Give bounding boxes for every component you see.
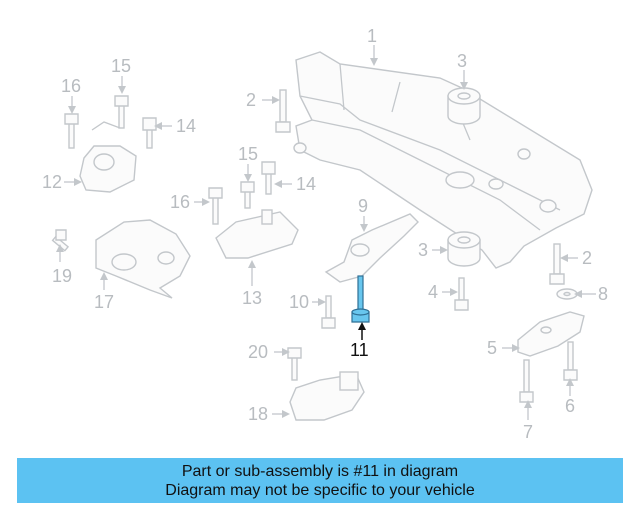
bolt-part-14-mid — [261, 161, 276, 195]
callout-8: 8 — [598, 284, 608, 304]
callout-2-top: 2 — [246, 90, 256, 110]
bolt-part-7 — [519, 359, 534, 403]
bolt-part-11-highlighted — [351, 275, 370, 323]
bolt-part-20 — [287, 347, 302, 381]
bracket-part-9 — [324, 213, 419, 283]
callout-19: 19 — [52, 266, 72, 286]
bushing-part-3-top — [447, 87, 481, 125]
bolt-part-2-top — [275, 89, 291, 133]
callout-12: 12 — [42, 172, 62, 192]
bolt-part-15-top — [114, 95, 129, 129]
callout-15-mid: 15 — [238, 144, 258, 164]
mount-part-12 — [79, 121, 137, 193]
callout-9: 9 — [358, 196, 368, 216]
bolt-part-15-mid — [240, 181, 255, 209]
callout-16-mid: 16 — [170, 192, 190, 212]
callout-2-right: 2 — [582, 248, 592, 268]
bushing-part-3-lower — [447, 231, 481, 267]
bolt-part-4 — [454, 277, 469, 311]
bolt-part-16-top — [64, 113, 79, 149]
banner-line-1: Part or sub-assembly is #11 in diagram — [181, 463, 459, 480]
subframe-part-1 — [293, 51, 593, 269]
callout-3-top: 3 — [457, 51, 467, 71]
callout-20: 20 — [248, 342, 268, 362]
callout-6: 6 — [565, 396, 575, 416]
bracket-part-17 — [95, 219, 191, 299]
callout-13: 13 — [242, 288, 262, 308]
callout-18: 18 — [248, 404, 268, 424]
callout-14-mid: 14 — [296, 174, 316, 194]
callout-labels: 1 2 3 16 15 14 12 15 16 14 9 3 2 19 17 1… — [42, 26, 608, 442]
callout-17: 17 — [94, 292, 114, 312]
parts-diagram: 1 2 3 16 15 14 12 15 16 14 9 3 2 19 17 1… — [42, 26, 608, 442]
info-banner: Part or sub-assembly is #11 in diagram D… — [17, 458, 623, 503]
callout-7: 7 — [523, 422, 533, 442]
bracket-part-5 — [517, 311, 585, 357]
bolt-part-6 — [563, 341, 578, 381]
bolt-part-10 — [321, 295, 336, 329]
bolt-part-2-right — [549, 243, 565, 285]
bolt-part-14-top — [142, 117, 157, 149]
bolt-part-16-mid — [208, 187, 223, 225]
leader-lines — [56, 45, 596, 420]
callout-3-lower: 3 — [418, 240, 428, 260]
callout-16-top: 16 — [61, 76, 81, 96]
plate-part-13 — [215, 209, 299, 259]
bolt-part-19 — [51, 229, 70, 252]
callout-5: 5 — [487, 338, 497, 358]
callout-4: 4 — [428, 282, 438, 302]
callout-10: 10 — [289, 292, 309, 312]
banner-line-2: Diagram may not be specific to your vehi… — [165, 482, 475, 499]
callout-11-highlighted: 11 — [350, 340, 369, 360]
mount-part-18 — [289, 371, 365, 421]
callout-14-top: 14 — [176, 116, 196, 136]
callout-15-top: 15 — [111, 56, 131, 76]
callout-1: 1 — [367, 26, 377, 46]
